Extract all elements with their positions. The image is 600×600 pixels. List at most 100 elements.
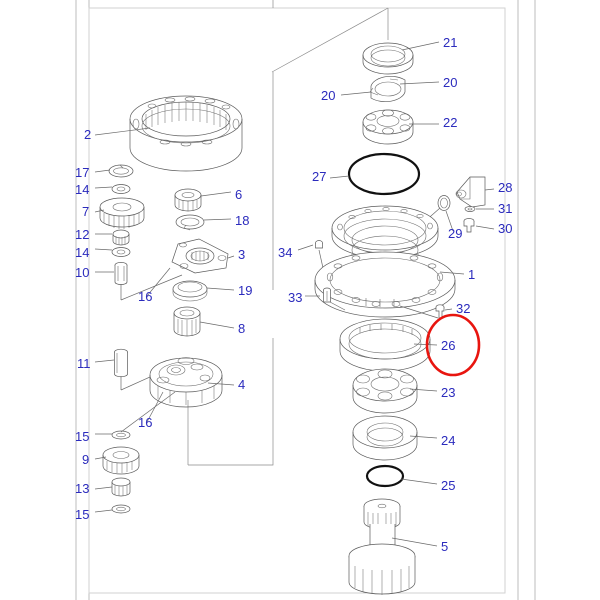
leader-21: [401, 41, 440, 51]
leader-28: [484, 188, 495, 191]
leader-25: [400, 478, 438, 485]
leader-5: [391, 537, 438, 547]
leader-27: [329, 175, 350, 179]
callout-31: 31: [498, 201, 512, 216]
part-33-pin: [323, 287, 331, 303]
callout-10: 10: [75, 265, 89, 280]
group-construction-lines: [187, 0, 389, 466]
leader-17: [94, 169, 111, 173]
part-25-o-ring: [365, 464, 405, 488]
part-1-main-housing: [314, 205, 456, 318]
leader-32-ext: [399, 305, 439, 319]
callout-12: 12: [75, 227, 89, 242]
leader-4: [207, 382, 235, 386]
callout-30: 30: [498, 221, 512, 236]
leader-26: [413, 343, 438, 346]
part-15-washer-lower: [111, 504, 131, 514]
leader-14-lower: [94, 248, 113, 251]
callout-29: 29: [448, 226, 462, 241]
part-18-snap-ring: [175, 214, 205, 231]
part-4-carrier-assembly: [149, 357, 223, 408]
callout-6: 6: [235, 187, 242, 202]
callout-25: 25: [441, 478, 455, 493]
part-6-small-gear: [174, 188, 202, 212]
leader-20-right: [399, 81, 440, 85]
part-23-ball-bearing-cage: [352, 368, 418, 414]
leader-7: [94, 209, 105, 213]
leader-32: [444, 308, 453, 311]
callout-23: 23: [441, 385, 455, 400]
leader-14-upper: [94, 186, 113, 189]
callout-24: 24: [441, 433, 455, 448]
part-13-needle-bearing: [111, 477, 131, 497]
part-32-bolt: [435, 304, 445, 319]
callout-7: 7: [82, 204, 89, 219]
part-24-bearing-race: [352, 415, 418, 461]
callout-11: 11: [77, 356, 91, 371]
leader-34-ext: [318, 249, 324, 269]
part-12-small-bearing: [112, 229, 130, 246]
leader-11: [94, 359, 115, 363]
callout-15a: 15: [75, 429, 89, 444]
callout-3: 3: [238, 247, 245, 262]
part-8-gear-sleeve: [173, 306, 201, 337]
callout-1: 1: [468, 267, 475, 282]
callout-13: 13: [75, 481, 89, 496]
callout-28: 28: [498, 180, 512, 195]
part-5-output-shaft: [348, 498, 416, 595]
part-14-washer-lower: [111, 247, 131, 257]
callout-8: 8: [238, 321, 245, 336]
part-31-washer: [464, 206, 476, 212]
part-21-bearing-race: [362, 42, 414, 75]
callout-19: 19: [238, 283, 252, 298]
callout-20a: 20: [443, 75, 457, 90]
callout-21: 21: [443, 35, 457, 50]
callout-4: 4: [238, 377, 245, 392]
part-7-splined-gear: [99, 197, 145, 229]
callout-15b: 15: [75, 507, 89, 522]
leader-16-lower: [146, 391, 164, 423]
part-11-pin-long: [114, 348, 128, 378]
callout-labels: 2 17 14 7 12 14 10 11 15 9 13 15 6 18 3 …: [75, 35, 512, 554]
part-27-o-ring: [347, 152, 421, 196]
leader-33-ext: [329, 301, 346, 311]
leader-29: [445, 210, 454, 232]
leader-10-ext2: [120, 274, 183, 301]
part-3-planet-carrier: [171, 238, 229, 274]
highlight-circle-part-26: [425, 313, 481, 377]
leader-6: [200, 191, 232, 197]
callout-16b: 16: [138, 415, 152, 430]
part-19-ring: [172, 280, 208, 302]
leader-30: [475, 225, 495, 230]
part-2-ring-gear-housing: [129, 95, 243, 172]
part-9-planet-gear: [102, 446, 140, 475]
callout-22: 22: [443, 115, 457, 130]
part-28-bracket: [455, 176, 486, 208]
callout-33: 33: [288, 290, 302, 305]
leader-8: [199, 321, 235, 329]
page-frame: [75, 0, 536, 600]
callout-32: 32: [456, 301, 470, 316]
leader-20-left: [340, 91, 372, 96]
callout-34: 34: [278, 245, 292, 260]
leader-23: [409, 388, 438, 392]
part-26-bearing-outer-race: [339, 318, 431, 372]
leader-3: [227, 255, 235, 259]
part-20-split-ring: [369, 76, 406, 102]
leader-2: [94, 127, 151, 136]
part-34-plug: [315, 240, 323, 249]
leader-1: [439, 271, 465, 275]
leader-15-upper-ext: [120, 391, 176, 433]
callout-18: 18: [235, 213, 249, 228]
part-22-ball-bearing-cage: [362, 109, 414, 145]
leader-18: [203, 218, 232, 221]
leader-15-lower: [94, 509, 113, 513]
callout-17: 17: [75, 165, 89, 180]
part-14-washer-upper: [111, 184, 131, 194]
callout-20b: 20: [321, 88, 335, 103]
part-15-washer-upper: [111, 430, 131, 440]
leader-9: [94, 456, 107, 460]
part-17-snap-ring: [108, 164, 134, 178]
